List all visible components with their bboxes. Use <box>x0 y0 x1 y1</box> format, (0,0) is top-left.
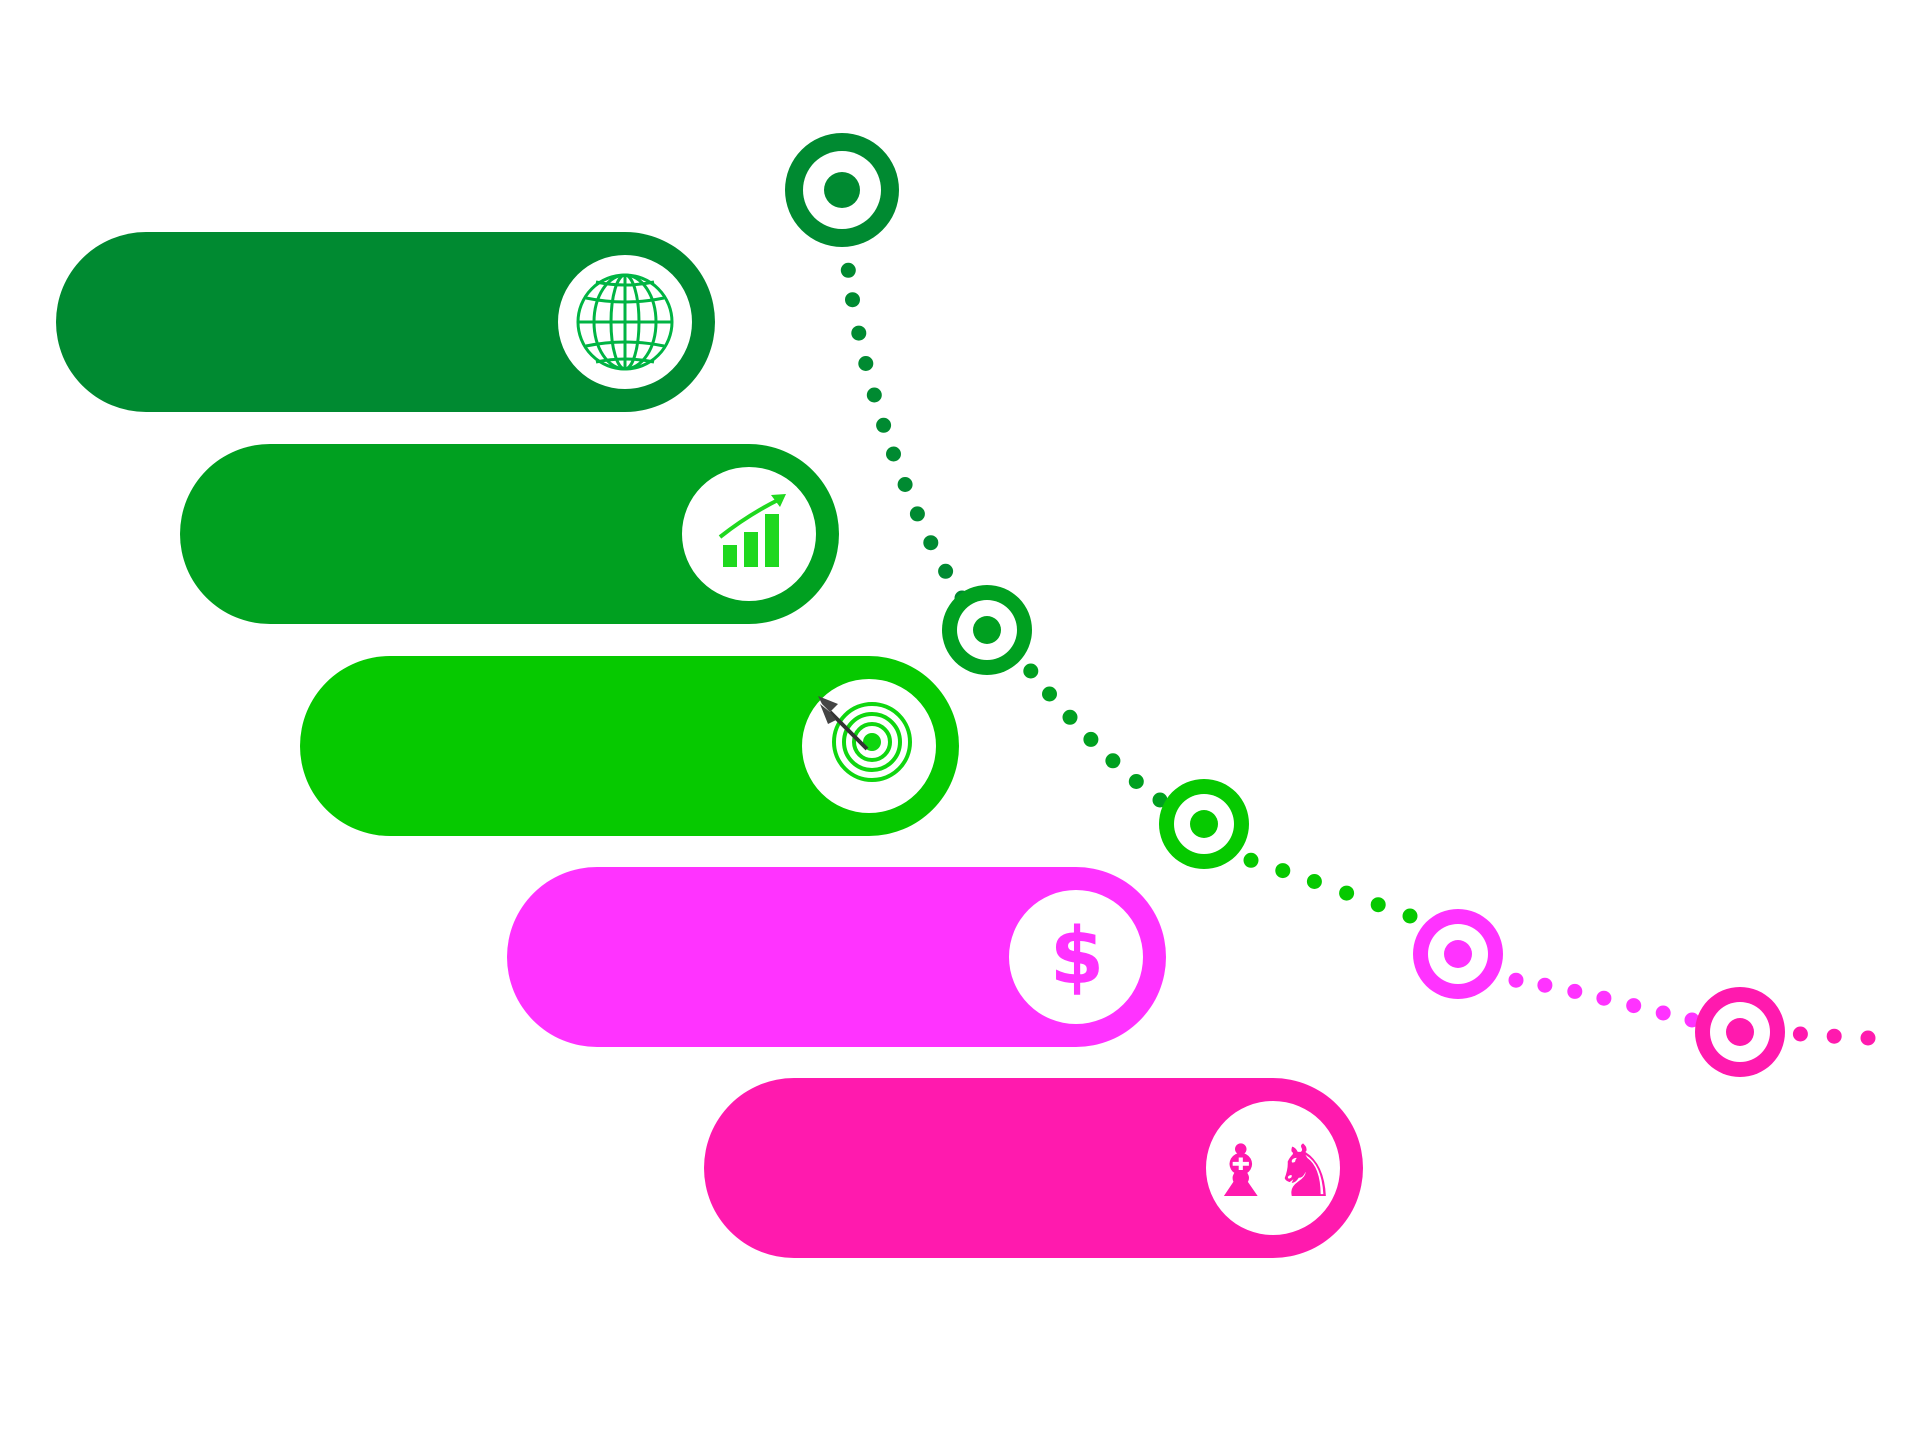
timeline-dot <box>1684 1012 1700 1028</box>
timeline-dot <box>858 356 874 371</box>
timeline-dot <box>1275 863 1291 879</box>
dollar-icon: $ <box>1009 890 1143 1024</box>
dotted-timeline-path <box>840 262 1876 1046</box>
timeline-dot <box>876 417 892 433</box>
timeline-dot <box>1023 663 1039 679</box>
timeline-node-1 <box>785 133 899 247</box>
timeline-dot <box>1626 998 1642 1014</box>
timeline-node-2 <box>942 585 1032 675</box>
timeline-dot <box>845 292 860 308</box>
svg-text:♝♞: ♝♞ <box>1208 1129 1337 1213</box>
timeline-node-4 <box>1413 909 1503 999</box>
timeline-dot <box>1062 709 1078 725</box>
timeline-dot <box>1596 990 1612 1006</box>
svg-text:$: $ <box>1050 912 1104 1002</box>
timeline-dot <box>1537 977 1553 993</box>
timeline-dot <box>1128 774 1144 789</box>
timeline-dot <box>1567 983 1583 999</box>
timeline-dot <box>897 477 913 492</box>
step-bar-1 <box>56 232 715 412</box>
timeline-dot <box>1042 686 1057 702</box>
node-center-dot <box>973 616 1001 644</box>
target-dart-icon <box>802 679 936 813</box>
step-bar-4-pill <box>507 867 1166 1047</box>
timeline-nodes <box>785 133 1785 1077</box>
timeline-dot <box>866 387 882 403</box>
timeline-dot <box>886 446 901 462</box>
globe-icon <box>558 255 692 389</box>
step-bar-3-pill <box>300 656 959 836</box>
timeline-dot <box>1860 1030 1876 1046</box>
node-center-dot <box>824 172 860 208</box>
timeline-dot <box>1152 792 1168 808</box>
timeline-dot <box>1306 874 1322 889</box>
timeline-dot <box>1402 908 1418 924</box>
timeline-dot <box>1826 1028 1842 1044</box>
timeline-dot <box>1655 1005 1671 1021</box>
node-center-dot <box>1444 940 1472 968</box>
step-bar-3 <box>300 656 959 836</box>
growth-chart-icon <box>682 467 816 601</box>
timeline-dot <box>1243 852 1259 868</box>
timeline-dot <box>1508 972 1524 988</box>
timeline-dot <box>1105 753 1121 769</box>
chess-pieces-icon: ♝♞ <box>1206 1101 1340 1235</box>
timeline-dot <box>1339 885 1355 901</box>
step-bar-1-pill <box>56 232 715 412</box>
timeline-dot <box>923 535 939 551</box>
timeline-dot <box>1370 897 1386 913</box>
timeline-dot <box>851 325 867 341</box>
timeline-dot <box>1083 731 1099 747</box>
step-bar-2 <box>180 444 839 624</box>
timeline-node-3 <box>1159 779 1249 869</box>
timeline-dot <box>1792 1026 1808 1042</box>
timeline-node-5 <box>1695 987 1785 1077</box>
step-bar-5-pill <box>704 1078 1363 1258</box>
node-center-dot <box>1190 810 1218 838</box>
node-center-dot <box>1726 1018 1754 1046</box>
timeline-dot <box>909 506 925 522</box>
step-bar-2-pill <box>180 444 839 624</box>
step-bar-5: ♝♞ <box>704 1078 1363 1258</box>
timeline-dot <box>840 262 856 278</box>
timeline-dot <box>938 563 954 579</box>
step-bar-4: $ <box>507 867 1166 1047</box>
